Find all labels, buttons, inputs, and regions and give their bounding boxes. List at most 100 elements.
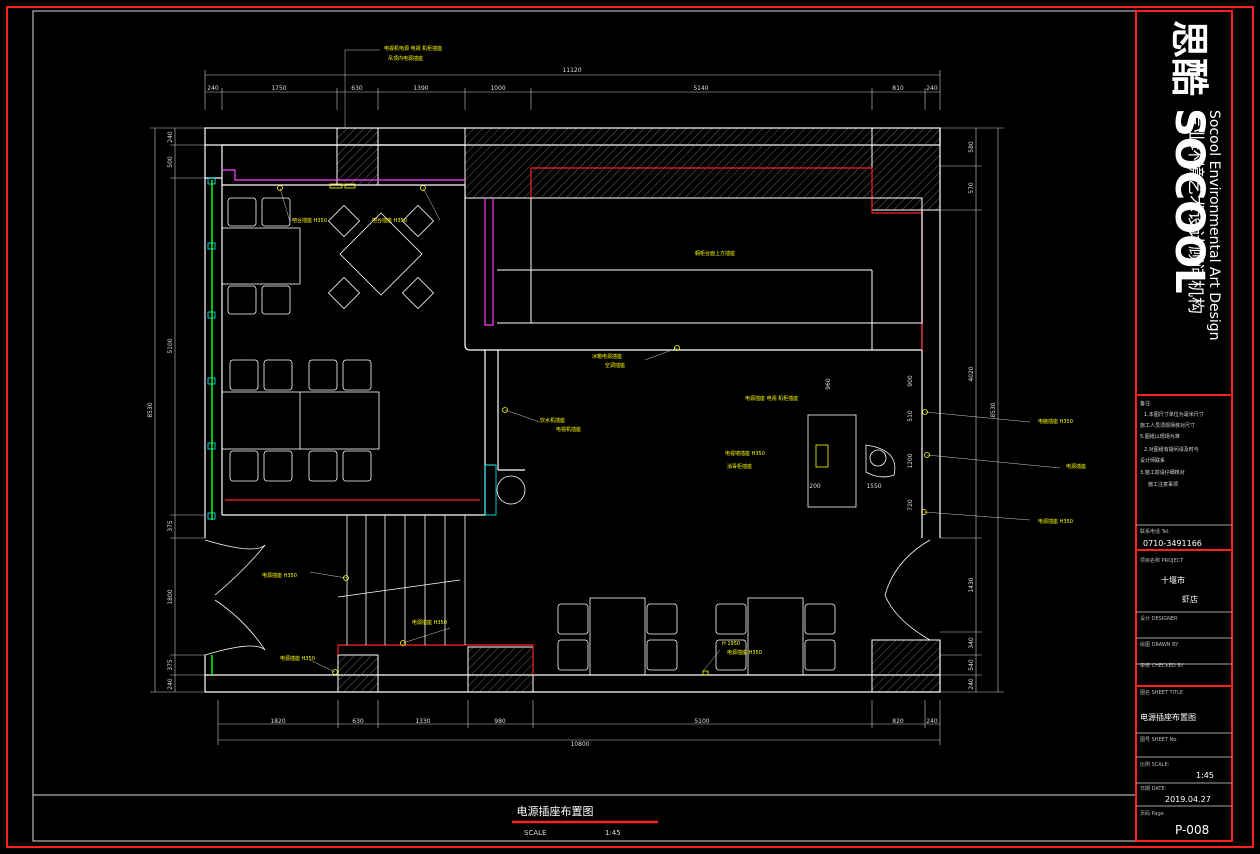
- brand-slogan-cn: 专业环境艺术设计顾问机构: [1185, 110, 1205, 314]
- dim-left-3: 5100: [167, 338, 174, 353]
- phone-label: 联系电话 Tel:: [1140, 528, 1170, 535]
- date-label: 日期 DATE:: [1140, 786, 1167, 792]
- dim-bottom-total: 10800: [570, 741, 589, 748]
- note-line-7: 施工注意事项: [1148, 481, 1178, 488]
- annotation-counter: 橱柜台面上方插座: [695, 250, 735, 257]
- dining-table-bottom-1: [557, 597, 678, 676]
- dim-right-6: 540: [968, 659, 975, 671]
- project-line-1: 十堰市: [1161, 575, 1185, 585]
- doors: [204, 464, 931, 656]
- brand-logo-cn: 思酷: [1167, 20, 1211, 96]
- annotation-wall-2: 电视机插座: [556, 426, 581, 433]
- project-line-2: 虾店: [1182, 594, 1198, 604]
- note-line-4: 2.对图纸有疑问请及时与: [1144, 446, 1199, 453]
- dim-top-total: 11120: [562, 67, 581, 74]
- page-label: 页码 Page: [1140, 810, 1164, 817]
- socket-symbols: [277, 183, 930, 676]
- counter-area: [497, 197, 923, 350]
- dimension-text: 11120 240 1750 630 1390 1000 5140 810 24…: [147, 67, 997, 748]
- annotation-wall-1: 饮水机插座: [540, 417, 565, 424]
- column-2: [464, 127, 873, 199]
- note-line-3: 5.图纸以现场为准: [1140, 433, 1180, 440]
- dim-right-1: 580: [968, 141, 975, 153]
- checked-by-label: 审核 CHECKED BY: [1140, 662, 1185, 669]
- dim-top-8: 240: [926, 85, 938, 92]
- long-dining-table: [221, 359, 380, 482]
- note-line-2: 施工人员须现场核对尺寸: [1140, 422, 1195, 429]
- dim-bottom-2: 630: [352, 718, 364, 725]
- annotation-right-3: 电源插座 H350: [1038, 518, 1073, 525]
- dim-left-5: 1800: [167, 589, 174, 604]
- dim-bottom-5: 5100: [694, 718, 709, 725]
- dim-inner-7: 960: [825, 378, 832, 390]
- annotation-bottom-2: 电源插座 H350: [727, 649, 762, 656]
- wiring-lines: [222, 167, 923, 675]
- project-label: 项目名称 PROJECT: [1140, 557, 1184, 564]
- notes-header: 备注:: [1140, 400, 1152, 407]
- drawing-title: 电源插座布置图: [517, 804, 594, 818]
- annotation-bar-right: 吧台插座 H350: [372, 217, 407, 224]
- dim-left-2: 500: [167, 156, 174, 168]
- dim-top-3: 630: [351, 85, 363, 92]
- annotation-desk-1: 电源插座 电视 机柜插座: [745, 395, 798, 402]
- page-number: P-008: [1175, 823, 1209, 837]
- column-5: [467, 646, 534, 693]
- annotation-center-1: 冰箱电源插座: [592, 353, 622, 360]
- dim-right-2: 570: [968, 182, 975, 194]
- scale-block-value: 1:45: [1196, 771, 1214, 780]
- dim-bottom-4: 980: [494, 718, 506, 725]
- outer-sheet-border: [6, 6, 1254, 848]
- note-line-5: 设计师联系: [1140, 457, 1165, 464]
- phone-number: 0710-3491166: [1143, 539, 1202, 548]
- dim-top-2: 1750: [271, 85, 286, 92]
- dim-left-4: 375: [167, 520, 174, 532]
- sheet-no-label: 图号 SHEET No.: [1140, 737, 1178, 743]
- note-line-1: 1.本图尺寸单位为毫米尺寸: [1144, 411, 1204, 418]
- title-block-lines: [1136, 394, 1232, 807]
- designer-label: 设计 DESIGNER: [1140, 615, 1178, 622]
- date-value: 2019.04.27: [1165, 795, 1211, 804]
- dim-bottom-7: 240: [926, 718, 938, 725]
- dim-right-4: 1430: [968, 577, 975, 592]
- dim-inner-2: 510: [907, 410, 914, 422]
- dim-top-7: 810: [892, 85, 904, 92]
- dim-bottom-3: 1330: [415, 718, 430, 725]
- annotation-bar-left: 吧台插座 H350: [292, 217, 327, 224]
- walls: [204, 127, 941, 693]
- dim-right-total: 8530: [990, 402, 997, 417]
- annotation-bottom-1: H 1950: [722, 641, 740, 647]
- window-line: [207, 177, 216, 675]
- annotation-center-2: 空调插座: [605, 362, 625, 369]
- column-1: [336, 127, 379, 186]
- note-line-6: 3.施工前请仔细核对: [1140, 469, 1185, 476]
- annotation-top-2: 吊顶内电源插座: [388, 55, 423, 62]
- scale-label: SCALE: [524, 829, 546, 837]
- brand-slogan-en: Socool Environmental Art Design: [1206, 110, 1222, 341]
- column-6: [871, 639, 941, 693]
- annotation-desk-3: 消毒柜插座: [727, 463, 752, 470]
- dim-left-7: 240: [167, 678, 174, 690]
- dim-left-6: 375: [167, 659, 174, 671]
- dim-inner-5: 200: [809, 483, 821, 490]
- brand-name: SOCOOL: [1166, 108, 1212, 294]
- column-3: [871, 127, 941, 211]
- dim-top-6: 5140: [693, 85, 708, 92]
- annotation-door: 电源插座 H350: [280, 655, 315, 662]
- dim-right-5: 340: [968, 637, 975, 649]
- dim-top-4: 1390: [413, 85, 428, 92]
- annotation-top-1: 电视机电源 电视 机柜插座: [384, 45, 442, 52]
- dim-inner-1: 900: [907, 375, 914, 387]
- annotation-desk-2: 电视墙插座 H350: [725, 450, 765, 457]
- dim-bottom-1: 1820: [270, 718, 285, 725]
- annotation-stair-2: 电源插座 H350: [412, 619, 447, 626]
- dim-bottom-6: 820: [892, 718, 904, 725]
- drawn-by-label: 绘图 DRAWN BY: [1140, 641, 1179, 648]
- annotation-right-1: 电脑插座 H350: [1038, 418, 1073, 425]
- annotation-stair-1: 电源插座 H350: [262, 572, 297, 579]
- dim-inner-6: 1550: [866, 483, 881, 490]
- dimension-lines: [150, 70, 1004, 745]
- dim-left-total: 8530: [147, 402, 154, 417]
- dim-inner-3: 1200: [907, 453, 914, 468]
- dining-table-1: [221, 197, 301, 315]
